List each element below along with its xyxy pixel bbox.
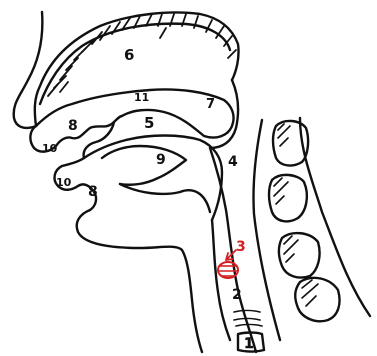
jaw-outline <box>77 210 202 352</box>
label-3: 3 <box>236 239 246 255</box>
label-2: 2 <box>232 287 242 303</box>
label-8-lower: 8 <box>88 184 98 200</box>
face-profile-outline <box>14 12 43 128</box>
label-7: 7 <box>206 97 215 112</box>
pharynx-inner-wall <box>212 220 230 340</box>
spine-front-outline <box>253 120 280 340</box>
label-11: 11 <box>134 91 149 104</box>
vertebra-c4 <box>279 233 320 277</box>
pharynx-front-wall <box>120 184 210 212</box>
pharynx-rear-wall <box>210 148 256 352</box>
label-9: 9 <box>156 152 166 168</box>
label-5: 5 <box>144 114 154 132</box>
label-1: 1 <box>244 336 254 352</box>
label-8-upper: 8 <box>68 118 78 134</box>
label-10-upper: 10 <box>42 142 58 155</box>
tongue-outline <box>84 136 222 221</box>
label-6: 6 <box>124 46 134 64</box>
label-4: 4 <box>228 154 238 170</box>
label-10-lower: 10 <box>56 176 72 189</box>
tongue-inner-outline <box>102 146 186 185</box>
